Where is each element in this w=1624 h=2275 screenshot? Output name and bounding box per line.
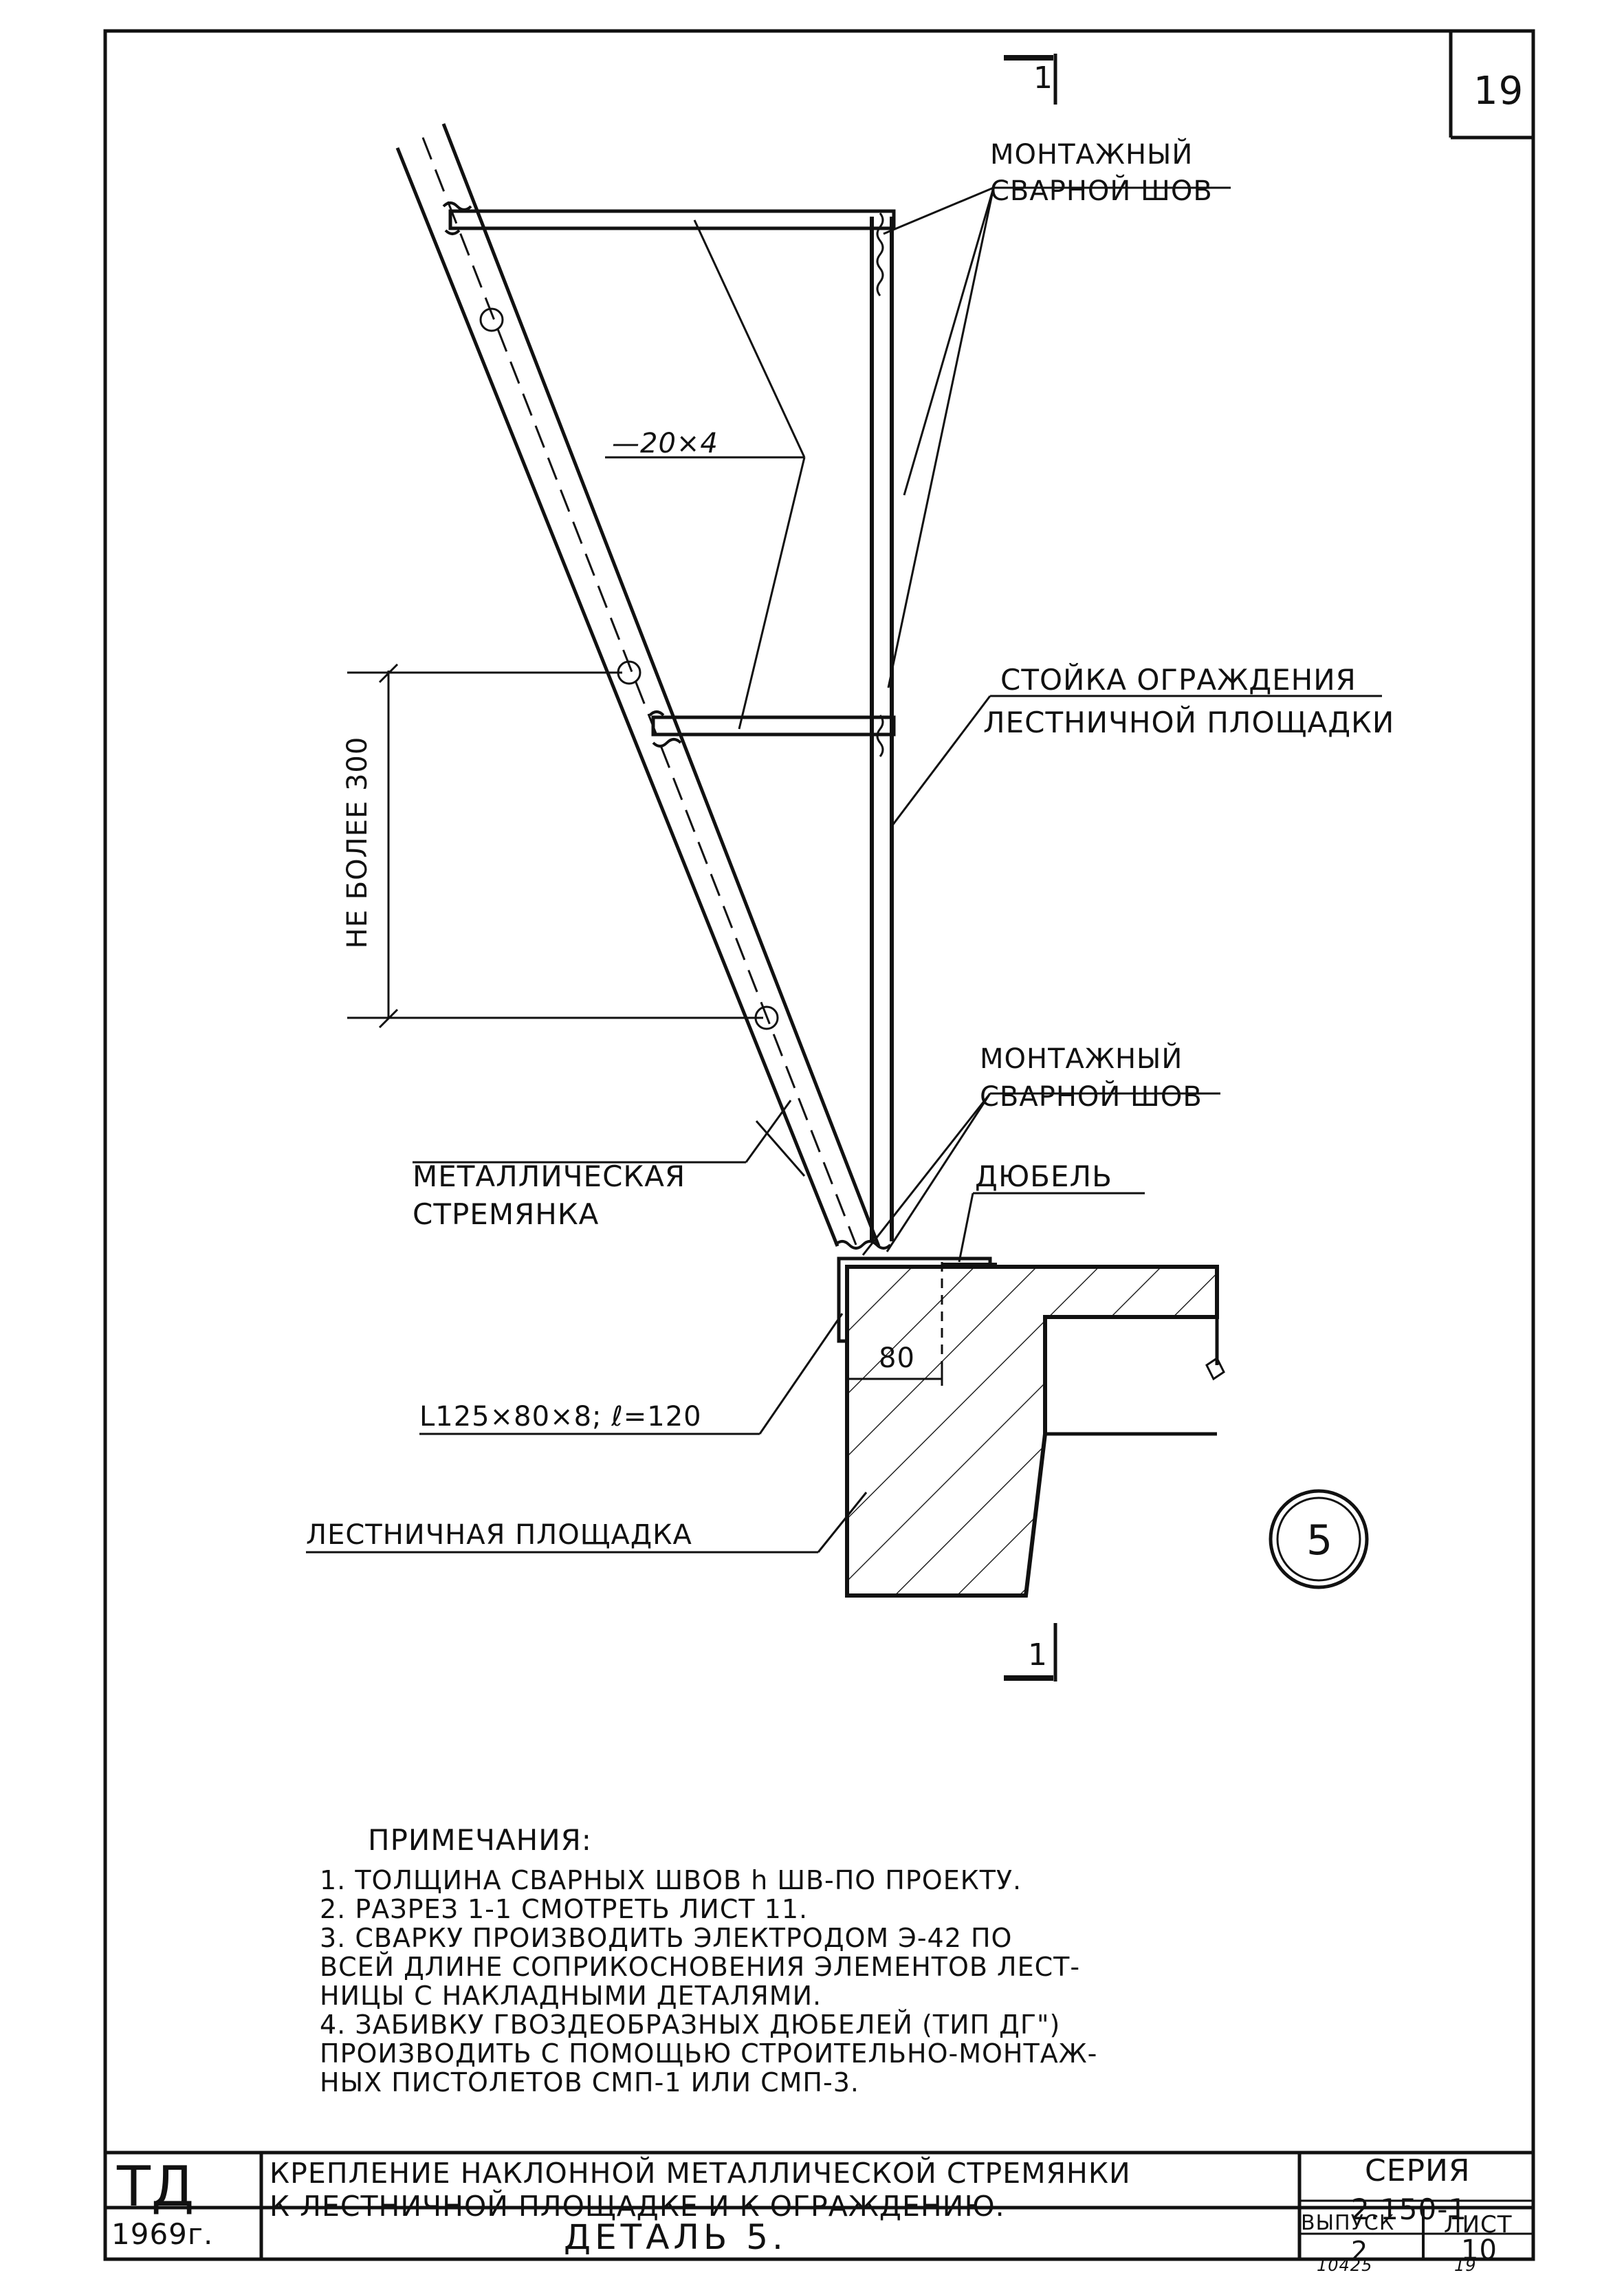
sheet-number: 19: [1473, 69, 1524, 113]
note-line: 2. РАЗРЕЗ 1-1 СМОТРЕТЬ ЛИСТ 11.: [320, 1894, 809, 1924]
title-block: [105, 2151, 1533, 2259]
note-line: НИЦЫ С НАКЛАДНЫМИ ДЕТАЛЯМИ.: [320, 1981, 822, 2011]
series-value: 2.150-1: [1351, 2192, 1468, 2226]
note-line: НЫХ ПИСТОЛЕТОВ СМП-1 ИЛИ СМП-3.: [320, 2067, 859, 2098]
sheet-frame: [103, 29, 1535, 2261]
label-weld-bottom-2: СВАРНОЙ ШОВ: [980, 1081, 1203, 1113]
label-weld-top-2: СВАРНОЙ ШОВ: [990, 175, 1213, 207]
series-label: СЕРИЯ: [1365, 2153, 1471, 2188]
label-post-2: ЛЕСТНИЧНОЙ ПЛОЩАДКИ: [983, 706, 1395, 739]
leader-lines: [306, 186, 1382, 1554]
archive-number: 10425: [1317, 2256, 1373, 2275]
note-line: 1. ТОЛЩИНА СВАРНЫХ ШВОВ h ШВ-ПО ПРОЕКТУ.: [320, 1865, 1022, 1895]
railing-post: [870, 217, 894, 1241]
label-angle: L125×80×8; ℓ=120: [419, 1401, 702, 1433]
label-ladder-1: МЕТАЛЛИЧЕСКАЯ: [413, 1160, 686, 1193]
note-line: 4. ЗАБИВКУ ГВОЗДЕОБРАЗНЫХ ДЮБЕЛЕЙ (ТИП Д…: [320, 2010, 1061, 2040]
dowel: [941, 1262, 997, 1375]
label-landing: ЛЕСТНИЧНАЯ ПЛОЩАДКА: [306, 1519, 692, 1551]
strip-upper: [442, 202, 896, 296]
dimension-80: [846, 1341, 943, 1386]
label-spacing: НЕ БОЛЕЕ 300: [342, 736, 373, 949]
section-marker-bottom: [1004, 1623, 1057, 1681]
year: 1969г.: [111, 2217, 214, 2251]
section-label-bottom: 1: [1028, 1637, 1048, 1673]
sheet-value: 10: [1461, 2234, 1497, 2266]
drawing-title-line2: К ЛЕСТНИЧНОЙ ПЛОЩАДКЕ И К ОГРАЖДЕНИЮ.: [270, 2190, 1005, 2223]
detail-number: 5: [1306, 1516, 1334, 1565]
note-line: ПРОИЗВОДИТЬ С ПОМОЩЬЮ СТРОИТЕЛЬНО-МОНТАЖ…: [320, 2038, 1098, 2069]
landing-section: [845, 1265, 1225, 1598]
issue-value: 2: [1351, 2236, 1369, 2266]
drawing-title-line1: КРЕПЛЕНИЕ НАКЛОННОЙ МЕТАЛЛИЧЕСКОЙ СТРЕМЯ…: [270, 2157, 1131, 2190]
note-line: 3. СВАРКУ ПРОИЗВОДИТЬ ЭЛЕКТРОДОМ Э-42 ПО: [320, 1923, 1013, 1953]
strip-lower: [648, 710, 896, 757]
issue-label: ВЫПУСК: [1301, 2211, 1395, 2235]
archive-sheet: 19: [1454, 2256, 1477, 2275]
detail-marker: [1269, 1489, 1369, 1589]
label-ladder-2: СТРЕМЯНКА: [413, 1197, 600, 1231]
dimension-300: [347, 663, 763, 1029]
label-dim-80: 80: [879, 1342, 915, 1374]
sheet-label: ЛИСТ: [1444, 2211, 1513, 2239]
label-weld-bottom-1: МОНТАЖНЫЙ: [980, 1043, 1183, 1075]
note-line: ВСЕЙ ДЛИНЕ СОПРИКОСНОВЕНИЯ ЭЛЕМЕНТОВ ЛЕС…: [320, 1952, 1081, 1982]
label-weld-top-1: МОНТАЖНЫЙ: [990, 139, 1194, 171]
section-label-top: 1: [1033, 61, 1053, 96]
label-post-1: СТОЙКА ОГРАЖДЕНИЯ: [1000, 663, 1357, 697]
notes-title: ПРИМЕЧАНИЯ:: [368, 1823, 592, 1857]
label-strip: —20×4: [612, 428, 718, 459]
org-code: ТД: [117, 2155, 195, 2219]
label-dowel: ДЮБЕЛЬ: [975, 1160, 1112, 1193]
inclined-ladder: [395, 123, 881, 1247]
section-marker-top: [1004, 54, 1057, 105]
detail-title: ДЕТАЛЬ 5.: [564, 2217, 787, 2257]
sheet-number-box: [1449, 31, 1533, 140]
